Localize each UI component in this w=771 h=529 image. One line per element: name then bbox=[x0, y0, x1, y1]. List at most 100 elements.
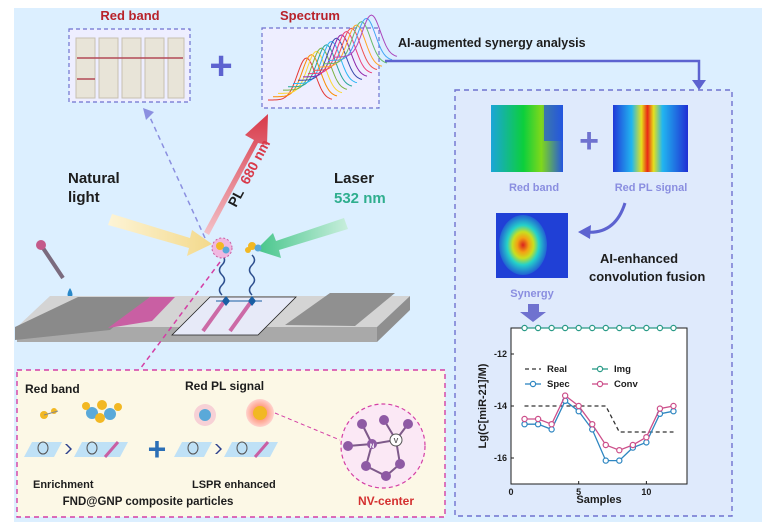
bottom-red-pl-label: Red PL signal bbox=[185, 379, 264, 393]
laser-wavelength: 532 nm bbox=[334, 190, 386, 207]
data-point-conv bbox=[602, 441, 609, 449]
data-point-conv bbox=[521, 415, 528, 423]
series-line-real bbox=[524, 405, 674, 433]
data-point-conv bbox=[616, 447, 623, 454]
chart-ylabel: Lg(C[miR-21]/M) bbox=[477, 363, 489, 448]
data-point-img bbox=[616, 324, 623, 332]
data-point-img bbox=[670, 324, 677, 332]
magnify-link-line bbox=[139, 261, 221, 370]
data-point-conv bbox=[629, 441, 637, 449]
dashed-link-to-photo bbox=[147, 112, 206, 239]
data-point-conv bbox=[534, 415, 542, 423]
gnp-cluster bbox=[82, 400, 122, 423]
data-point-spec bbox=[643, 439, 650, 446]
bottom-detail-panel bbox=[16, 369, 446, 518]
data-point-img bbox=[548, 324, 555, 332]
fusion-label-2: convolution fusion bbox=[589, 269, 705, 284]
legend-marker bbox=[529, 380, 537, 388]
nv-vacancy-label: V bbox=[394, 438, 399, 445]
spectrum-curves bbox=[268, 14, 398, 101]
data-point-img bbox=[629, 324, 637, 332]
spectrum-curve bbox=[298, 37, 363, 81]
ai-flow-arrow-line bbox=[385, 59, 701, 82]
plus-sign: + bbox=[209, 44, 232, 88]
chart-axes: 0 5 10 -16 -14 -12 bbox=[494, 349, 651, 497]
chevron-right-icon-2 bbox=[215, 444, 222, 454]
legend-marker bbox=[596, 380, 604, 388]
natural-light-arrow bbox=[108, 214, 212, 256]
data-point-spec bbox=[548, 426, 555, 433]
bottom-plus-sign: + bbox=[148, 431, 167, 467]
data-point-spec bbox=[670, 408, 677, 415]
fusion-label-1: AI-enhanced bbox=[600, 251, 678, 266]
spectrum-curve bbox=[283, 47, 348, 91]
spectrum-curve bbox=[313, 27, 378, 71]
y-tick-label: -12 bbox=[494, 349, 507, 359]
natural-light-label-2: light bbox=[68, 189, 100, 206]
data-point-conv bbox=[561, 392, 569, 399]
nv-center-label: NV-center bbox=[358, 494, 414, 508]
x-tick-label: 0 bbox=[508, 487, 513, 497]
lateral-flow-strip bbox=[15, 293, 410, 342]
data-point-img bbox=[602, 324, 609, 332]
data-point-spec bbox=[534, 421, 542, 428]
legend-label: Img bbox=[614, 364, 631, 375]
laser-arrow bbox=[256, 218, 348, 258]
data-point-img bbox=[656, 324, 664, 332]
red-pl-heatmap-label: Red PL signal bbox=[615, 182, 688, 194]
data-point-img bbox=[589, 324, 596, 332]
spectrum-curve bbox=[308, 31, 373, 75]
spectrum-curve bbox=[323, 21, 388, 65]
composite-label: FND@GNP composite particles bbox=[63, 496, 234, 508]
spectrum-curve bbox=[278, 50, 343, 94]
y-tick-label: -14 bbox=[494, 401, 507, 411]
data-point-conv bbox=[575, 402, 582, 410]
data-point-spec bbox=[616, 457, 623, 464]
enrichment-label: Enrichment bbox=[33, 479, 94, 491]
ai-plus-sign: + bbox=[579, 122, 599, 160]
legend-label: Real bbox=[547, 364, 567, 375]
spectrum-curve bbox=[288, 44, 353, 88]
synergy-down-arrow bbox=[520, 304, 546, 322]
red-pl-heatmap bbox=[613, 105, 688, 172]
spectrum-curve bbox=[293, 40, 358, 84]
x-tick-label: 10 bbox=[641, 487, 651, 497]
ai-flow-arrowhead bbox=[692, 80, 706, 90]
data-point-conv bbox=[548, 421, 555, 428]
lspr-label: LSPR enhanced bbox=[192, 479, 276, 491]
spectrum-curve bbox=[328, 17, 393, 61]
dropper-icon bbox=[36, 240, 73, 298]
data-point-conv bbox=[656, 405, 664, 412]
legend-label: Spec bbox=[547, 379, 570, 390]
legend-marker bbox=[596, 365, 604, 373]
laser-label: Laser bbox=[334, 170, 374, 187]
data-point-conv bbox=[643, 434, 650, 441]
bottom-red-band-label: Red band bbox=[25, 382, 80, 396]
spectrum-curve bbox=[333, 14, 398, 58]
legend-label: Conv bbox=[614, 379, 638, 390]
data-point-img bbox=[521, 324, 528, 332]
data-point-conv bbox=[670, 402, 677, 410]
spectrum-panel bbox=[261, 14, 398, 109]
x-tick-label: 5 bbox=[576, 487, 581, 497]
synergy-label: Synergy bbox=[510, 288, 554, 300]
spectrum-curve bbox=[273, 54, 338, 98]
nv-n-atom-label: N bbox=[370, 444, 374, 450]
probe-particles bbox=[211, 237, 262, 306]
nv-link-line bbox=[274, 412, 341, 441]
synergy-heatmap bbox=[499, 215, 547, 275]
ai-title: AI-augmented synergy analysis bbox=[398, 36, 586, 50]
fusion-arrowhead bbox=[578, 225, 591, 239]
spectrum-curve bbox=[318, 24, 383, 68]
red-band-title: Red band bbox=[100, 8, 159, 23]
chevron-right-icon bbox=[65, 444, 72, 454]
red-band-photo-panel bbox=[68, 28, 191, 103]
data-point-img bbox=[561, 324, 569, 332]
y-tick-label: -16 bbox=[494, 453, 507, 463]
spectrum-curve bbox=[268, 57, 333, 101]
spectrum-curve bbox=[303, 34, 368, 78]
data-point-conv bbox=[589, 421, 596, 428]
